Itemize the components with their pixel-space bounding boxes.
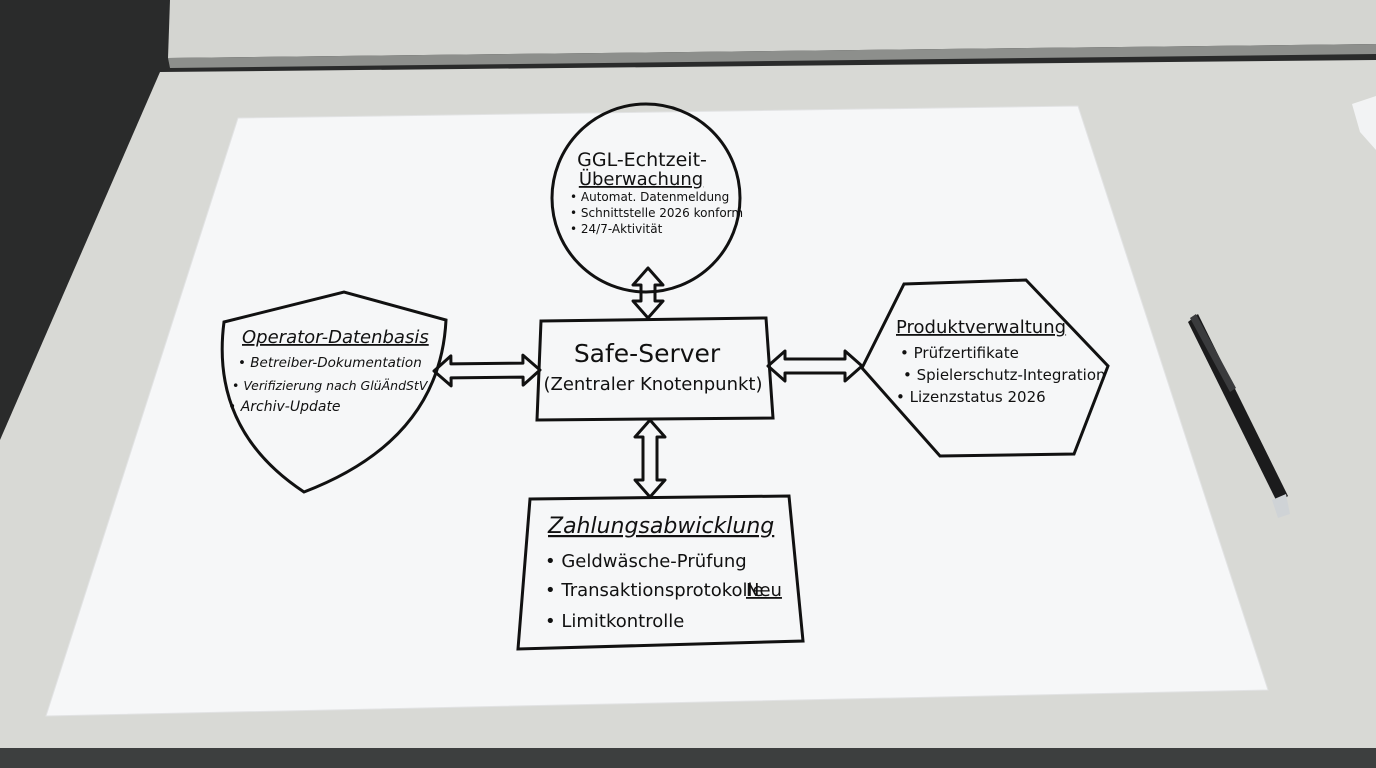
operator-title: Operator-Datenbasis: [242, 327, 429, 348]
ggl-item: • 24/7-Aktivität: [570, 222, 663, 236]
product-item: • Lizenzstatus 2026: [896, 388, 1046, 406]
paper-sheet: [45, 105, 1269, 717]
payment-node: [516, 494, 805, 651]
ggl-title-line2: Überwachung: [579, 168, 703, 190]
back-desk: [168, 0, 1376, 58]
product-title: Produktverwaltung: [896, 317, 1066, 338]
ggl-title-line1: GGL-Echtzeit-: [577, 149, 707, 171]
paper-corner-right: [1352, 96, 1376, 150]
safe-server-subtitle: (Zentraler Knotenpunkt): [543, 374, 762, 395]
product-hexagon-node: [860, 278, 1110, 458]
ggl-item: • Schnittstelle 2026 konform: [570, 206, 743, 220]
payment-new-tag: Neu: [746, 580, 782, 601]
pen-icon: [1188, 314, 1290, 518]
operator-item: • Betreiber-Dokumentation: [238, 355, 422, 371]
operator-shield-node: [220, 290, 448, 494]
back-desk-edge: [168, 44, 1376, 68]
ggl-item: • Automat. Datenmeldung: [570, 190, 729, 204]
safe-server-node: [535, 316, 775, 422]
ggl-monitoring-node: [550, 102, 742, 294]
desk-front-edge: [0, 748, 1376, 768]
payment-title: Zahlungsabwicklung: [547, 514, 774, 539]
payment-item: • Transaktionsprotokolle: [545, 580, 764, 601]
operator-item: • Archiv-Update: [228, 399, 341, 415]
operator-item: • Verifizierung nach GlüÄndStV: [232, 378, 429, 393]
product-item: • Prüfzertifikate: [900, 344, 1019, 362]
payment-item: • Geldwäsche-Prüfung: [545, 551, 747, 572]
product-item: • Spielerschutz-Integration: [903, 366, 1106, 384]
payment-item: • Limitkontrolle: [545, 611, 684, 632]
safe-server-title: Safe-Server: [574, 339, 721, 368]
